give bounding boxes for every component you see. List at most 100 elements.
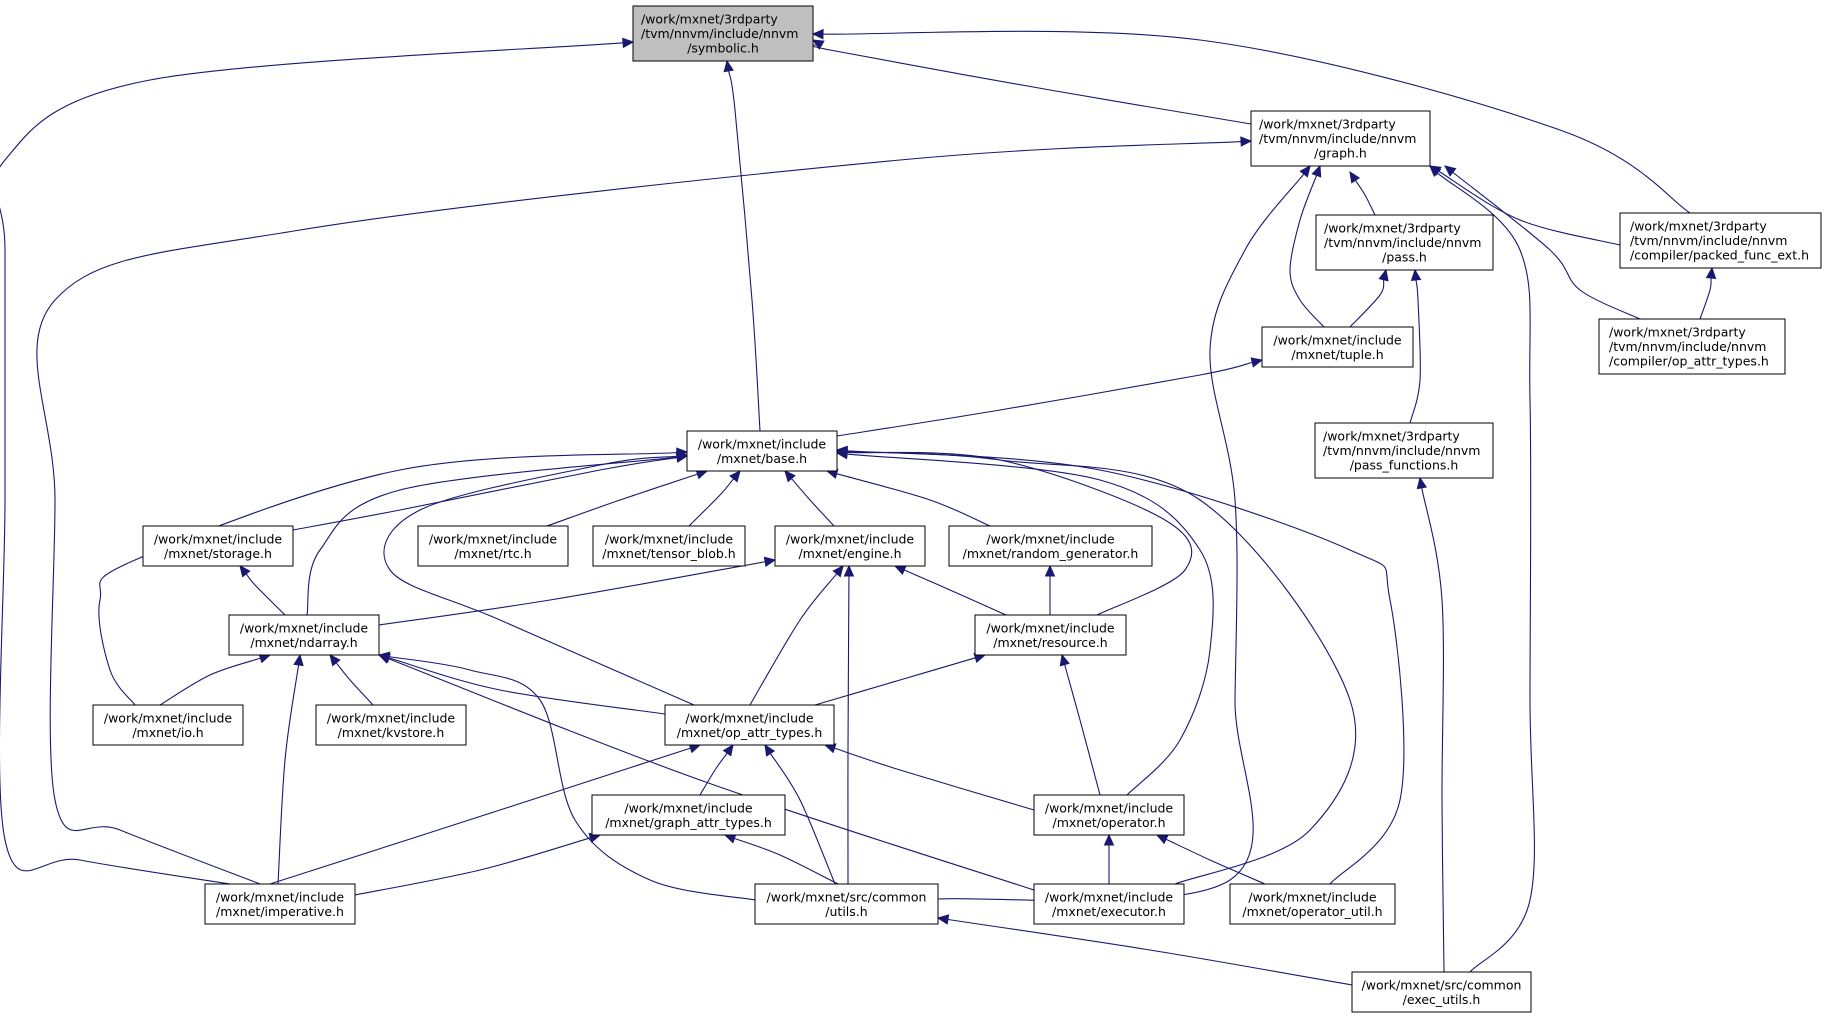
arrowhead-icon [1250, 357, 1264, 368]
edge-rtc-to-base [546, 469, 709, 527]
edges-layer [0, 28, 1717, 986]
node-label-line: /symbolic.h [687, 41, 759, 56]
node-kvstore-h[interactable]: /work/mxnet/include /mxnet/kvstore.h [315, 704, 467, 746]
node-label-line: /work/mxnet/src/common [767, 889, 927, 904]
node-symbolic-h[interactable]: /work/mxnet/3rdparty /tvm/nnvm/include/n… [632, 5, 814, 62]
edge-line [335, 662, 374, 706]
node-label-line: /work/mxnet/3rdparty [1259, 117, 1396, 132]
arrowhead-icon [329, 654, 341, 667]
edge-imperative-to-graph [36, 136, 1253, 885]
node-rtc-h[interactable]: /work/mxnet/include /mxnet/rtc.h [417, 525, 569, 567]
node-label-line: /work/mxnet/include [327, 710, 456, 725]
arrowhead-icon [676, 450, 689, 462]
node-pass-h[interactable]: /work/mxnet/3rdparty /tvm/nnvm/include/n… [1315, 214, 1494, 271]
edge-base-to-symbolic [723, 59, 761, 432]
edge-tuple-to-graph [1289, 164, 1325, 328]
node-operator-h[interactable]: /work/mxnet/include /mxnet/operator.h [1033, 794, 1185, 836]
edge-line [1436, 172, 1535, 973]
edge-storage-to-base [292, 452, 689, 531]
edge-line [947, 918, 1353, 986]
node-label-line: /work/mxnet/include [698, 436, 827, 451]
node-label-line: /work/mxnet/src/common [1362, 977, 1522, 992]
edge-ndarray-to-engine [378, 556, 777, 626]
node-label-line: /pass_functions.h [1350, 458, 1459, 473]
edge-utils-to-engine [843, 564, 855, 885]
arrowhead-icon [723, 59, 734, 73]
arrowhead-icon [763, 556, 777, 568]
node-label-line: /mxnet/operator_util.h [1242, 904, 1382, 919]
node-label-line: /pass.h [1382, 250, 1427, 265]
edge-random_generator-to-base [825, 468, 991, 527]
edge-io-to-ndarray [159, 653, 272, 706]
node-storage-h[interactable]: /work/mxnet/include /mxnet/storage.h [142, 525, 294, 567]
node-resource-h[interactable]: /work/mxnet/include /mxnet/resource.h [974, 614, 1127, 656]
arrowhead-icon [811, 39, 825, 50]
edge-line [688, 478, 735, 527]
node-label-line: /mxnet/resource.h [993, 635, 1107, 650]
edge-tuple-to-pass [1349, 268, 1389, 328]
node-label-line: /mxnet/rtc.h [454, 546, 531, 561]
node-engine-h[interactable]: /work/mxnet/include /mxnet/engine.h [774, 525, 926, 567]
node-utils-h[interactable]: /work/mxnet/src/common /utils.h [754, 883, 939, 925]
edge-utils-to-graph_attr_types [723, 833, 839, 885]
edge-base-to-tuple [836, 357, 1264, 437]
node-label-line: /mxnet/imperative.h [216, 904, 344, 919]
arrowhead-icon [1299, 165, 1311, 178]
node-packed-func-ext-h[interactable]: /work/mxnet/3rdparty /tvm/nnvm/include/n… [1619, 212, 1822, 269]
arrowhead-icon [764, 743, 776, 757]
edge-executor-to-operator [1103, 833, 1115, 885]
arrowhead-icon [377, 653, 391, 664]
node-base-h[interactable]: /work/mxnet/include /mxnet/base.h [686, 430, 838, 472]
node-pass-functions-h[interactable]: /work/mxnet/3rdparty /tvm/nnvm/include/n… [1314, 422, 1494, 479]
arrowhead-icon [1444, 165, 1457, 177]
node-io-h[interactable]: /work/mxnet/include /mxnet/io.h [92, 704, 244, 746]
node-ndarray-h[interactable]: /work/mxnet/include /mxnet/ndarray.h [228, 614, 380, 656]
node-random-generator-h[interactable]: /work/mxnet/include /mxnet/random_genera… [948, 525, 1153, 567]
node-exec-utils-h[interactable]: /work/mxnet/src/common /exec_utils.h [1351, 971, 1532, 1013]
edge-line [814, 657, 976, 706]
edge-line [1165, 838, 1266, 885]
edge-line [245, 573, 286, 616]
edge-graph_attr_types-to-op_attr_types [699, 744, 734, 796]
node-operator-util-h[interactable]: /work/mxnet/include /mxnet/operator_util… [1229, 883, 1396, 925]
node-label-line: /tvm/nnvm/include/nnvm [1609, 339, 1766, 354]
node-label-line: /work/mxnet/include [429, 531, 558, 546]
node-op-attr-types-h[interactable]: /work/mxnet/include /mxnet/op_attr_types… [664, 704, 835, 746]
node-executor-h[interactable]: /work/mxnet/include /mxnet/executor.h [1033, 883, 1185, 925]
edge-operator_util-to-base [835, 445, 1405, 885]
arrowhead-icon [1416, 476, 1428, 490]
edge-operator_util-to-operator [1155, 834, 1266, 885]
node-label-line: /exec_utils.h [1403, 992, 1481, 1007]
node-label-line: /work/mxnet/3rdparty [1609, 325, 1746, 340]
node-graph-attr-types-h[interactable]: /work/mxnet/include /mxnet/graph_attr_ty… [591, 794, 786, 836]
edge-operator-to-resource [1059, 653, 1101, 796]
edge-imperative-to-graph_attr_types [354, 832, 602, 896]
node-graph-h[interactable]: /work/mxnet/3rdparty /tvm/nnvm/include/n… [1250, 110, 1431, 167]
edge-utils-to-graph [937, 165, 1311, 902]
edge-line [354, 837, 591, 896]
edge-line [292, 457, 678, 531]
node-label-line: /work/mxnet/include [986, 620, 1115, 635]
node-label-line: /mxnet/io.h [132, 725, 203, 740]
edge-tensor_blob-to-base [688, 470, 741, 527]
node-nnvm-compiler-op-attr-types-h[interactable]: /work/mxnet/3rdparty /tvm/nnvm/include/n… [1598, 318, 1786, 375]
arrowhead-icon [832, 565, 844, 578]
node-label-line: /graph.h [1314, 146, 1367, 161]
node-label-line: /mxnet/op_attr_types.h [677, 725, 823, 740]
node-label-line: /mxnet/executor.h [1052, 904, 1166, 919]
node-tuple-h[interactable]: /work/mxnet/include /mxnet/tuple.h [1261, 326, 1414, 368]
arrowhead-icon [1059, 653, 1070, 667]
edge-line [810, 44, 1252, 125]
edge-line [383, 455, 695, 706]
node-label-line: /work/mxnet/include [216, 889, 345, 904]
edge-line [546, 473, 698, 527]
node-tensor-blob-h[interactable]: /work/mxnet/include /mxnet/tensor_blob.h [592, 525, 746, 567]
node-label-line: /tvm/nnvm/include/nnvm [641, 26, 798, 41]
node-imperative-h[interactable]: /work/mxnet/include /mxnet/imperative.h [204, 883, 356, 925]
edge-line [846, 450, 1405, 885]
edge-resource-to-random_generator [1044, 564, 1056, 615]
node-label-line: /tvm/nnvm/include/nnvm [1259, 131, 1416, 146]
node-label-line: /work/mxnet/include [240, 620, 369, 635]
edge-exec_utils-to-utils [936, 914, 1353, 986]
